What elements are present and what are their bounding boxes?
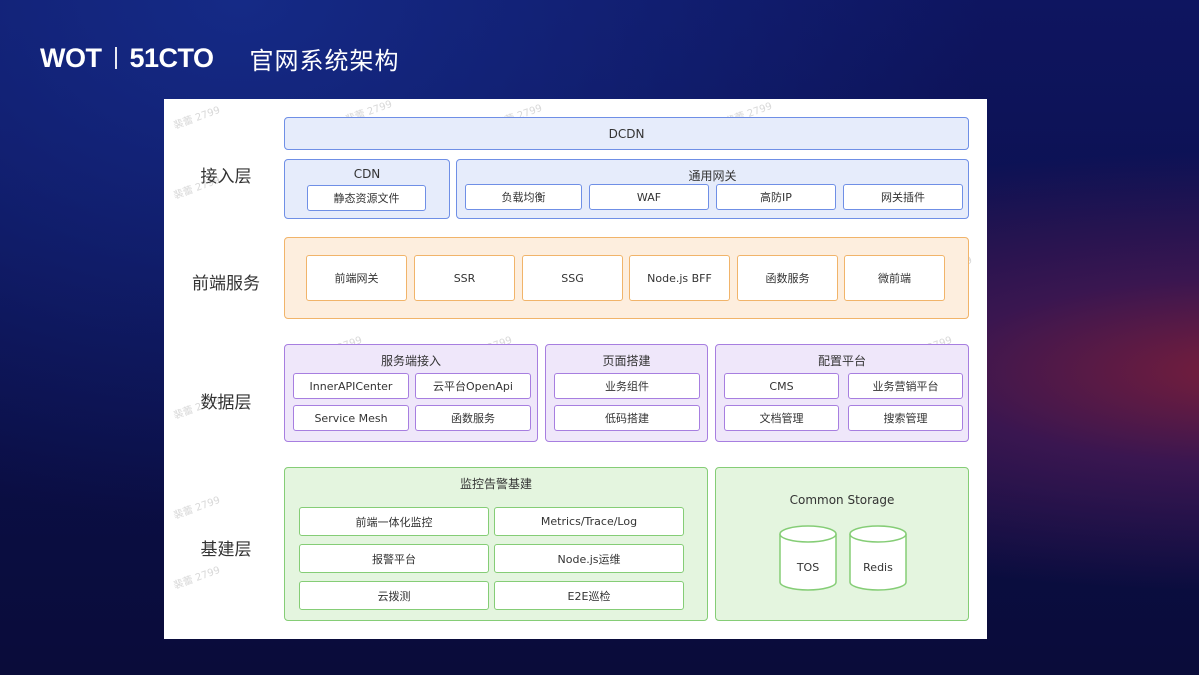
- header: WOT 51CTO 官网系统架构: [40, 38, 400, 78]
- storage-box: Common Storage TOS Redis: [715, 467, 969, 621]
- gateway-title: 通用网关: [688, 169, 737, 183]
- watermark: 裴蕾 2799: [172, 104, 222, 132]
- architecture-diagram: 裴蕾 2799 裴蕾 2799 裴蕾 2799 裴蕾 2799 裴蕾 2799 …: [164, 99, 987, 639]
- monitor-title: 监控告警基建: [459, 477, 532, 491]
- config-item: 业务营销平台: [848, 373, 963, 399]
- layer-label-access: 接入层: [200, 167, 252, 187]
- watermark: 裴蕾 2799: [172, 494, 222, 522]
- server-access-title: 服务端接入: [380, 354, 441, 368]
- monitor-item: E2E巡检: [494, 581, 684, 610]
- server-access-item: 云平台OpenApi: [415, 373, 531, 399]
- watermark: 裴蕾 2799: [172, 564, 222, 592]
- gateway-item: 负载均衡: [465, 184, 582, 210]
- layer-label-infra: 基建层: [200, 540, 252, 560]
- frontend-item: Node.js BFF: [629, 255, 730, 301]
- config-item: 搜索管理: [848, 405, 963, 431]
- layer-label-data: 数据层: [200, 393, 252, 413]
- redis-label: Redis: [863, 561, 893, 574]
- dcdn-label: DCDN: [608, 126, 645, 141]
- tos-database-icon: TOS: [779, 525, 837, 591]
- gateway-box: 通用网关 负载均衡 WAF 高防IP 网关插件: [456, 159, 969, 219]
- dcdn-box: DCDN: [284, 117, 969, 150]
- config-box: 配置平台 CMS 业务营销平台 文档管理 搜索管理: [715, 344, 969, 442]
- wot-logo: WOT: [40, 42, 102, 73]
- frontend-item: 微前端: [844, 255, 945, 301]
- redis-database-icon: Redis: [849, 525, 907, 591]
- monitor-item: 前端一体化监控: [299, 507, 489, 536]
- frontend-item: SSG: [522, 255, 623, 301]
- 51cto-logo: 51CTO: [129, 42, 214, 73]
- frontend-box: 前端网关 SSR SSG Node.js BFF 函数服务 微前端: [284, 237, 969, 319]
- config-item: CMS: [724, 373, 839, 399]
- cdn-box: CDN 静态资源文件: [284, 159, 450, 219]
- server-access-item: 函数服务: [415, 405, 531, 431]
- server-access-box: 服务端接入 InnerAPICenter 云平台OpenApi Service …: [284, 344, 538, 442]
- frontend-item: 前端网关: [306, 255, 407, 301]
- gateway-item: 高防IP: [716, 184, 836, 210]
- frontend-item: 函数服务: [737, 255, 838, 301]
- page-build-item: 业务组件: [554, 373, 700, 399]
- config-title: 配置平台: [817, 354, 866, 368]
- config-item: 文档管理: [724, 405, 839, 431]
- monitor-item: Node.js运维: [494, 544, 684, 573]
- storage-title: Common Storage: [789, 493, 895, 507]
- gateway-item: 网关插件: [843, 184, 963, 210]
- cdn-item: 静态资源文件: [307, 185, 426, 211]
- gateway-item: WAF: [589, 184, 709, 210]
- monitor-item: 报警平台: [299, 544, 489, 573]
- page-build-item: 低码搭建: [554, 405, 700, 431]
- monitor-box: 监控告警基建 前端一体化监控 Metrics/Trace/Log 报警平台 No…: [284, 467, 708, 621]
- server-access-item: InnerAPICenter: [293, 373, 409, 399]
- frontend-item: SSR: [414, 255, 515, 301]
- monitor-item: Metrics/Trace/Log: [494, 507, 684, 536]
- server-access-item: Service Mesh: [293, 405, 409, 431]
- page-build-title: 页面搭建: [602, 354, 651, 368]
- cdn-title: CDN: [353, 167, 381, 181]
- logo-divider: [115, 47, 118, 69]
- layer-label-frontend: 前端服务: [192, 274, 260, 294]
- page-build-box: 页面搭建 业务组件 低码搭建: [545, 344, 708, 442]
- monitor-item: 云拨测: [299, 581, 489, 610]
- tos-label: TOS: [796, 561, 819, 574]
- page-title: 官网系统架构: [249, 46, 400, 75]
